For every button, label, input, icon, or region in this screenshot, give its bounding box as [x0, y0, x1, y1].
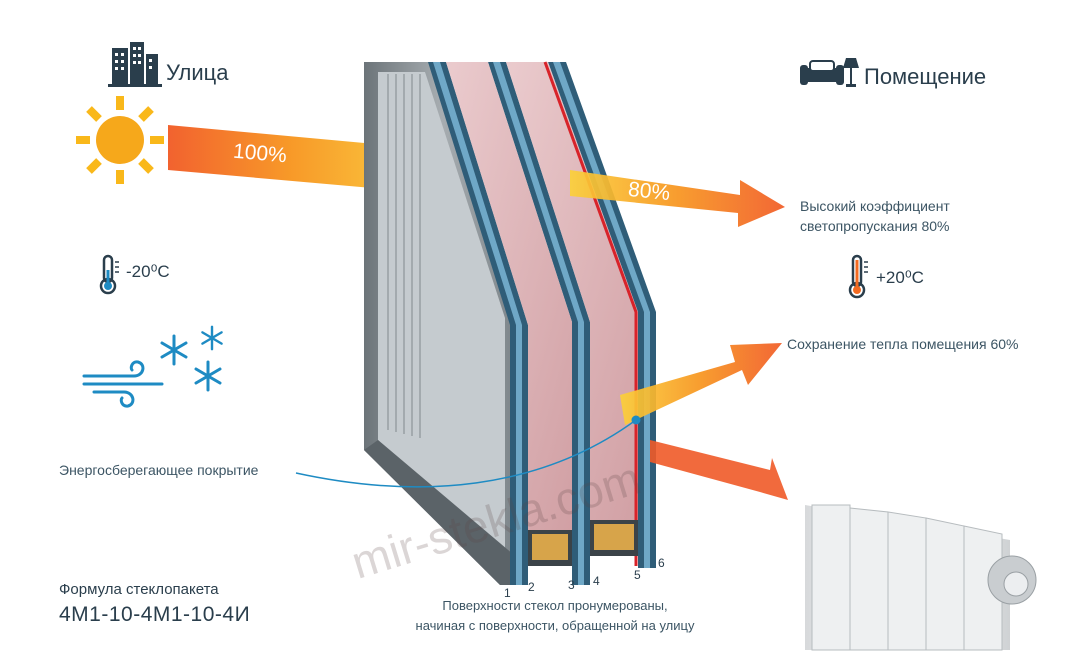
light-caption: Высокий коэффициент светопропускания 80%	[800, 196, 950, 236]
wind-icon	[82, 360, 164, 408]
glass-pane-2	[446, 62, 590, 585]
heat-caption: Сохранение тепла помещения 60%	[787, 336, 1019, 352]
outside-label: Улица	[166, 60, 229, 85]
inside-temperature: +20⁰C	[876, 268, 924, 287]
radiator-heat-arrow	[650, 440, 788, 500]
surface-number: 3	[568, 578, 575, 592]
city-buildings-icon	[108, 42, 162, 87]
spacer-2	[590, 520, 638, 556]
coating-pointer-line	[295, 415, 641, 488]
light-caption-line1: Высокий коэффициент	[800, 198, 950, 214]
thermometer-cold-icon	[99, 254, 119, 295]
sofa-lamp-icon	[800, 58, 859, 87]
spacer-1	[528, 530, 572, 566]
surface-note-line1: Поверхности стекол пронумерованы,	[442, 598, 668, 613]
radiator	[805, 504, 1037, 651]
formula-value: 4М1-10-4М1-10-4И	[59, 603, 251, 626]
glass-pane-3	[506, 61, 656, 568]
window-frame	[364, 62, 520, 585]
surface-number: 4	[593, 574, 600, 588]
transmitted-light-arrow	[570, 170, 785, 227]
light-caption-line2: светопропускания 80%	[800, 218, 950, 234]
glass-pane-1	[428, 62, 528, 585]
surface-note: Поверхности стекол пронумерованы, начина…	[380, 596, 730, 636]
surface-number: 1	[504, 586, 511, 600]
coating-caption: Энергосберегающее покрытие	[59, 462, 259, 478]
inside-label: Помещение	[864, 64, 987, 89]
thermometer-warm-icon	[848, 254, 868, 299]
sun-icon	[76, 96, 164, 184]
formula-title: Формула стеклопакета	[59, 581, 219, 598]
heat-retention-arrow	[620, 343, 782, 425]
surface-number: 5	[634, 568, 641, 582]
transmitted-percent: 80%	[626, 177, 672, 206]
snowflake-icon	[160, 325, 223, 392]
incoming-percent: 100%	[232, 139, 288, 168]
outside-temperature: -20⁰C	[126, 262, 170, 281]
surface-number: 2	[528, 580, 535, 594]
surface-number: 6	[658, 556, 665, 570]
surface-note-line2: начиная с поверхности, обращенной на ули…	[415, 618, 695, 633]
